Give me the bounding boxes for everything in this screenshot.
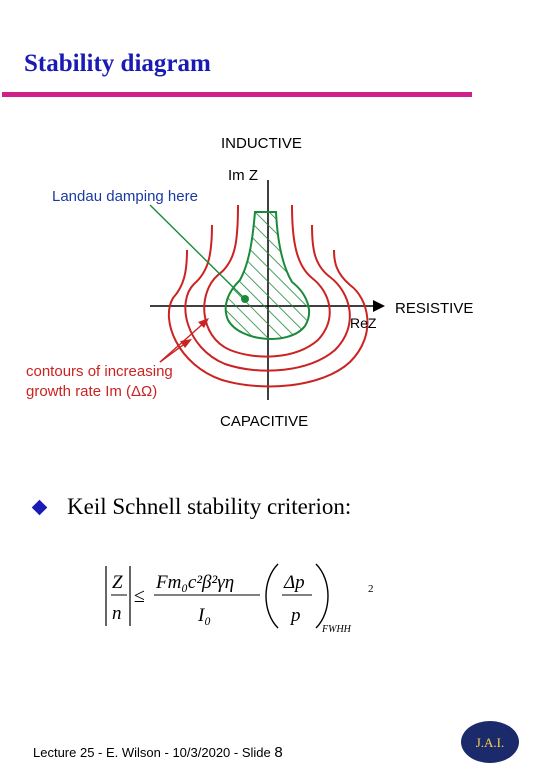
jai-logo: J.A.I. xyxy=(461,721,519,763)
title-underline xyxy=(2,92,472,97)
paren-left xyxy=(265,563,279,629)
slide-number: 8 xyxy=(274,744,283,761)
rez-arrowhead xyxy=(373,300,385,312)
diamond-bullet-icon xyxy=(31,499,48,515)
formula-superscript: 2 xyxy=(368,583,374,595)
logo-ellipse xyxy=(461,721,519,763)
imz-label: Im Z xyxy=(228,167,258,184)
contour-arrowhead-2 xyxy=(180,339,192,348)
landau-dot xyxy=(241,295,249,303)
contours-label-line1: contours of increasing xyxy=(26,363,173,380)
formula-n: n xyxy=(112,603,122,624)
formula-leq: ≤ xyxy=(134,585,145,607)
rez-label: ReZ xyxy=(350,315,377,331)
paren-right xyxy=(315,563,329,629)
contour-outer xyxy=(167,249,369,388)
formula-denominator: I₀ xyxy=(197,605,211,626)
formula-p: p xyxy=(289,605,301,626)
stable-region xyxy=(224,211,311,340)
landau-label: Landau damping here xyxy=(52,188,198,205)
formula-subscript: FWHH xyxy=(321,624,352,635)
resistive-label: RESISTIVE xyxy=(395,300,473,317)
contour-middle xyxy=(184,224,351,372)
formula-dp: Δp xyxy=(283,572,305,593)
contour-arrow-2 xyxy=(159,341,188,363)
bullet-text: Keil Schnell stability criterion: xyxy=(67,494,352,519)
landau-leader-line xyxy=(149,204,244,298)
formula-numerator: Fm₀c²β²γη xyxy=(155,572,234,593)
keil-schnell-formula: Z n ≤ Fm₀c²β²γη I₀ Δp p FWHH 2 xyxy=(105,563,374,635)
inductive-label: INDUCTIVE xyxy=(221,135,302,152)
footer-text: Lecture 25 - E. Wilson - 10/3/2020 - Sli… xyxy=(33,745,275,760)
bullet-item: Keil Schnell stability criterion: xyxy=(30,494,351,520)
formula-z: Z xyxy=(112,572,123,593)
slide-title: Stability diagram xyxy=(24,50,211,77)
slide-footer: Lecture 25 - E. Wilson - 10/3/2020 - Sli… xyxy=(33,744,283,761)
contour-arrowhead-1 xyxy=(198,318,209,328)
contours-label-line2: growth rate Im (ΔΩ) xyxy=(26,383,157,400)
capacitive-label: CAPACITIVE xyxy=(220,413,308,430)
logo-text: J.A.I. xyxy=(476,735,505,750)
